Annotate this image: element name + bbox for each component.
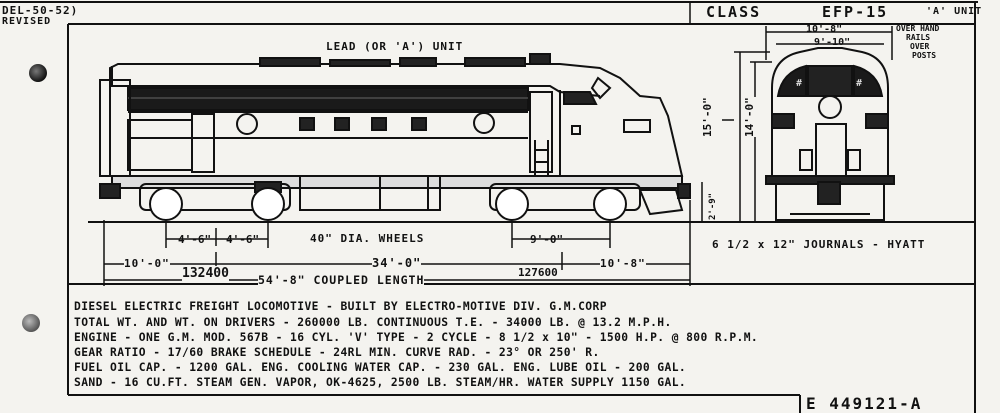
end-dimensions [722, 26, 893, 222]
revised-label: REVISED [2, 16, 52, 27]
coupled-length: 54'-8" COUPLED LENGTH [258, 273, 425, 287]
overhang-note-1: OVER HAND [896, 24, 940, 33]
spec-line-4: GEAR RATIO - 17/60 BRAKE SCHEDULE - 24RL… [74, 346, 600, 359]
locomotive-end-view: # # [765, 47, 895, 221]
end-height-2: 14'-0" [743, 97, 756, 137]
drawing-number: E 449121-A [806, 394, 923, 413]
unit-label: LEAD (OR 'A') UNIT [326, 40, 464, 53]
journals-label: 6 1/2 x 12" JOURNALS - HYATT [712, 238, 926, 251]
overhang-right: 10'-8" [600, 257, 646, 270]
locomotive-side-view [99, 53, 691, 221]
spec-line-3: ENGINE - ONE G.M. MOD. 567B - 16 CYL. 'V… [74, 331, 759, 344]
load-rear: 127600 [518, 266, 558, 279]
wheel-spacing-2: 4'-6" [226, 233, 260, 246]
drawing-border [0, 1, 978, 413]
overhang-note-2: RAILS [906, 33, 931, 42]
unit-type-label: 'A' UNIT [926, 6, 983, 17]
overhang-note-4: POSTS [912, 51, 937, 60]
end-height-1: 15'-0" [701, 97, 714, 137]
coupler-height: 2'-9" [708, 192, 718, 220]
overhang-note-3: OVER [910, 42, 930, 51]
end-width-1: 10'-8" [806, 24, 843, 35]
svg-text:#: # [856, 78, 862, 89]
date-label: DEL-50-52) [2, 4, 79, 17]
truck-centers: 34'-0" [372, 256, 422, 270]
class-code: EFP-15 [822, 3, 889, 21]
punch-hole-bottom [22, 314, 40, 332]
wheel-spacing-3: 9'-0" [530, 233, 564, 246]
end-width-2: 9'-10" [814, 37, 851, 48]
punch-hole-top [29, 64, 47, 82]
svg-text:#: # [796, 78, 802, 89]
wheel-spacing-1: 4'-6" [178, 233, 212, 246]
spec-line-6: SAND - 16 CU.FT. STEAM GEN. VAPOR, OK-46… [74, 376, 687, 389]
spec-line-2: TOTAL WT. AND WT. ON DRIVERS - 260000 LB… [74, 316, 672, 329]
overhang-left: 10'-0" [124, 257, 170, 270]
wheels-label: 40" DIA. WHEELS [310, 232, 425, 245]
load-front: 132400 [182, 266, 229, 281]
spec-line-1: DIESEL ELECTRIC FREIGHT LOCOMOTIVE - BUI… [74, 300, 607, 313]
spec-line-5: FUEL OIL CAP. - 1200 GAL. ENG. COOLING W… [74, 361, 687, 374]
class-label: CLASS [706, 3, 762, 21]
